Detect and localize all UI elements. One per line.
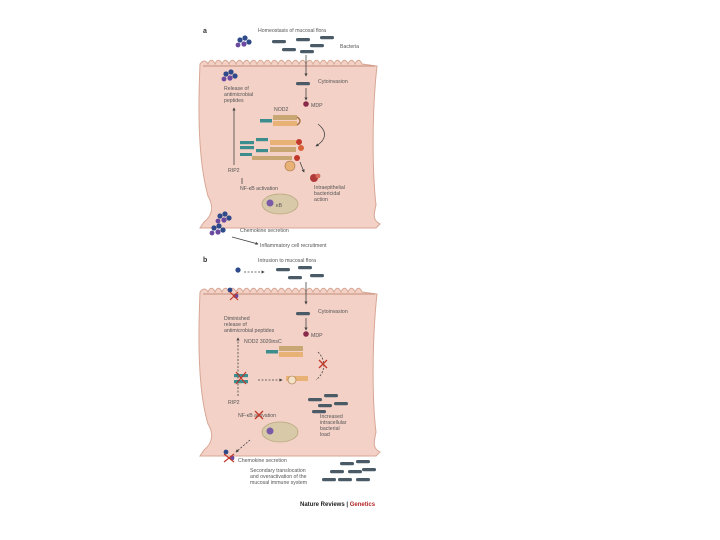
panel-b-letter: b [203, 257, 207, 264]
panel-a-chemokine-label: Chemokine secretion [240, 228, 289, 234]
panel-a-release-line3: peptides [224, 98, 244, 104]
panel-a-cytoinvasion-label: Cytoinvasion [318, 79, 348, 85]
panel-b-title: Intrusion to mucosal flora [258, 258, 316, 264]
panel-a-letter: a [203, 28, 207, 35]
journal-section: Genetics [350, 502, 376, 508]
journal-name: Nature Reviews [300, 502, 345, 508]
panel-a-recruitment-label: Inflammatory cell recruitment [260, 243, 327, 249]
panel-b-top-peptide-icon [235, 267, 240, 272]
panel-b-chemokine-label: Chemokine secretion [238, 458, 287, 464]
panel-a: a Homeostasis of mucosal flora Bacteria … [199, 28, 380, 249]
panel-a-title: Homeostasis of mucosal flora [258, 28, 326, 34]
panel-a-bacteria-label: Bacteria [340, 44, 359, 50]
panel-b-nod2-label: NOD2 3020insC [244, 339, 282, 345]
panel-b-cytoinvasion-label: Cytoinvasion [318, 309, 348, 315]
panel-b-mdp-molecule-icon [303, 331, 309, 337]
svg-text:κB: κB [276, 203, 283, 209]
panel-a-nod2-label: NOD2 [274, 107, 289, 113]
panel-b-mdp-label: MDP [311, 333, 323, 339]
panel-a-nfkb-label: NF-κB activation [240, 186, 278, 192]
panel-a-mdp-molecule-icon [303, 101, 309, 107]
panel-a-mdp-label: MDP [311, 103, 323, 109]
panel-a-rip2-icon [285, 161, 295, 171]
panel-b-rip2-label: RIP2 [228, 400, 240, 406]
panel-b-secondary-line3: mucosal immune system [250, 480, 307, 486]
panel-a-intraepithelial-line3: action [314, 197, 328, 203]
journal-credit: Nature Reviews | Genetics [300, 502, 376, 508]
panel-b: b Intrusion to mucosal flora Cytoinvasio… [199, 257, 380, 486]
panel-a-top-bacteria-cluster-icon [236, 35, 252, 47]
panel-b-increased-line4: load [320, 432, 330, 438]
panel-b-release-line3: antimicrobial peptides [224, 328, 275, 334]
panel-a-rip2-label: RIP2 [228, 168, 240, 174]
